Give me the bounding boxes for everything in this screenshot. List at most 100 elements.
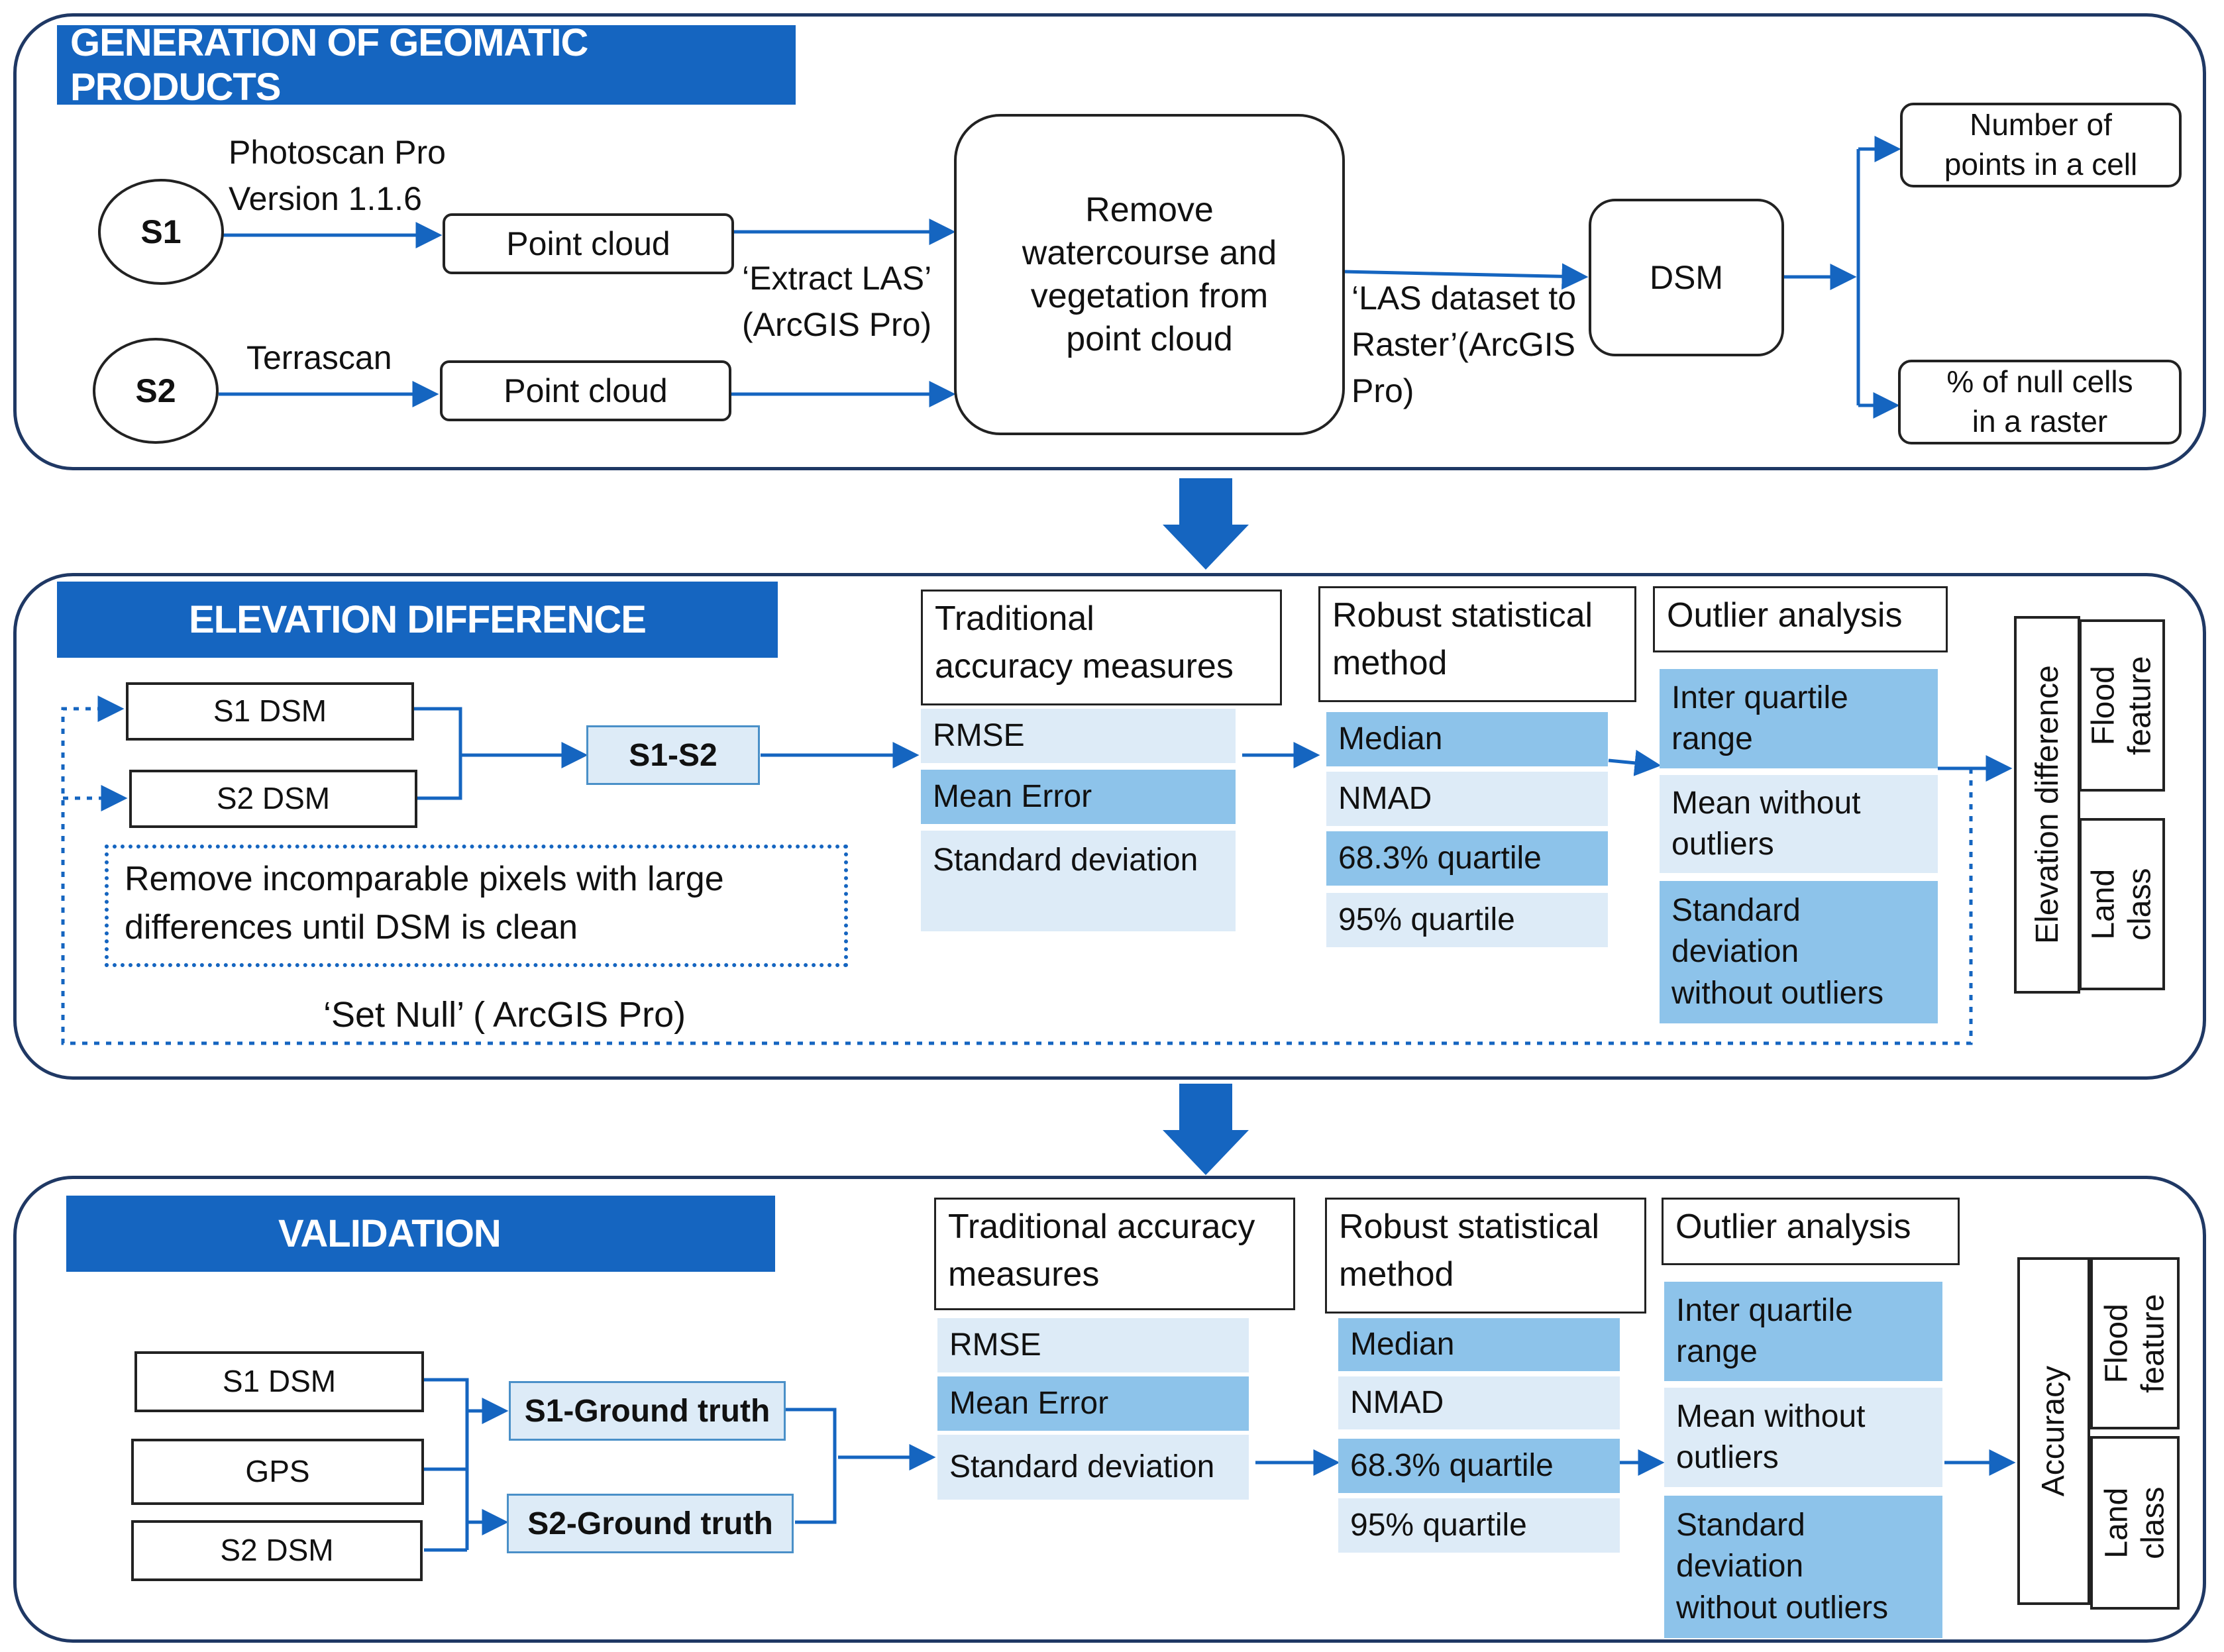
cell-sdwo-elevation-line2: deviation <box>1671 934 1799 970</box>
cell-median-elevation-text: Median <box>1338 721 1443 756</box>
banner-generation: GENERATION OF GEOMATIC PRODUCTS <box>57 21 796 109</box>
box-s1-dsm-validation: S1 DSM <box>134 1351 424 1412</box>
cell-rmse-elevation-text: RMSE <box>933 717 1025 753</box>
label-extract-las: ‘Extract LAS’ (ArcGIS Pro) <box>742 255 931 348</box>
header-robust-validation-line1: Robust statistical <box>1339 1208 1600 1246</box>
cell-q95-validation-text: 95% quartile <box>1350 1507 1527 1543</box>
header-outlier-elevation-text: Outlier analysis <box>1667 596 1903 635</box>
box-s1-dsm-elevation-text: S1 DSM <box>213 694 327 729</box>
flood-feature-validation-text: Flood feature <box>2098 1294 2171 1392</box>
box-remove-line3: vegetation from <box>1030 276 1269 315</box>
cell-median-elevation: Median <box>1326 712 1608 766</box>
box-null-cells-line2: in a raster <box>1972 404 2108 439</box>
cell-std-dev-validation-text: Standard deviation <box>949 1449 1215 1484</box>
header-traditional-validation-line1: Traditional accuracy <box>948 1208 1255 1246</box>
box-point-cloud-s2: Point cloud <box>440 360 731 421</box>
cell-mwo-validation-line1: Mean without <box>1676 1398 1866 1434</box>
land-line1-elevation: Land <box>2086 868 2121 940</box>
cell-mean-error-elevation: Mean Error <box>921 770 1236 824</box>
cell-mean-error-validation: Mean Error <box>937 1376 1249 1431</box>
cell-iqr-elevation: Inter quartile range <box>1660 669 1938 768</box>
cell-q683-validation: 68.3% quartile <box>1338 1439 1620 1493</box>
header-traditional-validation: Traditional accuracy measures <box>934 1198 1295 1310</box>
label-set-null-text: ‘Set Null’ ( ArcGIS Pro) <box>323 995 686 1035</box>
cell-rmse-validation-text: RMSE <box>949 1327 1041 1363</box>
box-s1-ground-truth-text: S1-Ground truth <box>524 1393 770 1429</box>
label-terrascan: Terrascan <box>246 335 392 381</box>
cell-sdwo-validation-line3: without outliers <box>1676 1590 1889 1626</box>
banner-elevation-difference: ELEVATION DIFFERENCE <box>57 582 778 658</box>
land-line2-elevation: class <box>2122 868 2158 941</box>
box-point-cloud-s1: Point cloud <box>443 213 734 274</box>
node-s1: S1 <box>98 179 224 285</box>
box-flood-feature-validation: Flood feature <box>2090 1257 2180 1429</box>
box-gps-text: GPS <box>245 1454 310 1489</box>
box-gps: GPS <box>131 1439 424 1505</box>
box-number-of-points-line2: points in a cell <box>1944 147 2138 181</box>
connector-dsm-merge <box>414 707 462 800</box>
box-s1-dsm-validation-text: S1 DSM <box>222 1364 337 1399</box>
set-null-feedback-loop <box>61 696 1973 1045</box>
box-remove-watercourse: Remove watercourse and vegetation from p… <box>954 114 1345 435</box>
accuracy-result-text: Accuracy <box>2036 1365 2072 1497</box>
remove-pixels-line1: Remove incomparable pixels with large <box>125 860 724 898</box>
box-s2-dsm-elevation: S2 DSM <box>129 770 417 828</box>
header-traditional-elevation-line2: accuracy measures <box>935 646 1234 686</box>
header-traditional-validation-line2: measures <box>948 1255 1100 1294</box>
box-remove-line2: watercourse and <box>1022 233 1277 272</box>
box-land-class-validation: Land class <box>2090 1436 2180 1610</box>
label-las-to-raster: ‘LAS dataset to Raster’(ArcGIS Pro) <box>1351 275 1576 414</box>
cell-rmse-validation: RMSE <box>937 1318 1249 1372</box>
cell-std-without-outliers-elevation: Standard deviation without outliers <box>1660 881 1938 1023</box>
land-line1-validation: Land <box>2099 1487 2135 1559</box>
header-outlier-validation: Outlier analysis <box>1662 1198 1960 1265</box>
box-s2-ground-truth: S2-Ground truth <box>507 1494 794 1553</box>
cell-mean-error-validation-text: Mean Error <box>949 1385 1109 1421</box>
cell-mwo-elevation-line1: Mean without <box>1671 785 1861 821</box>
box-null-cells: % of null cells in a raster <box>1898 360 2182 444</box>
cell-mwo-elevation-line2: outliers <box>1671 827 1774 862</box>
cell-sdwo-validation-line2: deviation <box>1676 1549 1804 1584</box>
cell-iqr-validation: Inter quartile range <box>1664 1282 1942 1381</box>
cell-q683-elevation-text: 68.3% quartile <box>1338 840 1542 876</box>
box-s1-s2-text: S1-S2 <box>629 737 717 773</box>
box-s1-dsm-elevation: S1 DSM <box>126 682 414 741</box>
cell-sdwo-elevation-line3: without outliers <box>1671 975 1884 1011</box>
cell-sdwo-elevation-line1: Standard <box>1671 892 1801 928</box>
flood-line2-validation: feature <box>2135 1294 2171 1393</box>
cell-nmad-elevation-text: NMAD <box>1338 780 1432 816</box>
cell-std-dev-elevation: Standard deviation <box>921 831 1236 931</box>
box-dsm-text: DSM <box>1649 258 1724 296</box>
box-point-cloud-s1-text: Point cloud <box>506 225 670 262</box>
box-s1-s2-difference: S1-S2 <box>586 725 760 785</box>
cell-q95-elevation-text: 95% quartile <box>1338 902 1515 937</box>
label-photoscan-line1: Photoscan Pro <box>229 134 446 171</box>
land-class-validation-text: Land class <box>2098 1486 2171 1559</box>
cell-q683-validation-text: 68.3% quartile <box>1350 1447 1554 1483</box>
land-line2-validation: class <box>2135 1486 2171 1559</box>
box-accuracy-result: Accuracy <box>2017 1257 2090 1605</box>
header-robust-elevation: Robust statistical method <box>1318 586 1636 702</box>
land-class-elevation-text: Land class <box>2086 868 2158 940</box>
cell-mwo-validation-line2: outliers <box>1676 1440 1779 1475</box>
cell-std-dev-elevation-text: Standard deviation <box>933 843 1198 878</box>
box-s2-dsm-elevation-text: S2 DSM <box>216 781 331 816</box>
header-robust-validation: Robust statistical method <box>1325 1198 1646 1314</box>
label-photoscan: Photoscan Pro Version 1.1.6 <box>229 129 446 222</box>
banner-validation-text: VALIDATION <box>278 1212 502 1255</box>
header-robust-validation-line2: method <box>1339 1255 1454 1294</box>
node-s2-label: S2 <box>135 372 176 409</box>
connector-s1-gps-merge <box>424 1378 469 1471</box>
flood-line2-elevation: feature <box>2123 656 2158 755</box>
cell-std-without-outliers-validation: Standard deviation without outliers <box>1664 1496 1942 1638</box>
label-extract-las-line1: ‘Extract LAS’ <box>742 260 932 297</box>
node-s2: S2 <box>93 338 219 444</box>
remove-pixels-line2: differences until DSM is clean <box>125 907 578 947</box>
label-terrascan-text: Terrascan <box>246 339 392 376</box>
header-traditional-elevation-line1: Traditional <box>935 599 1094 638</box>
cell-mean-error-elevation-text: Mean Error <box>933 778 1092 814</box>
header-robust-elevation-line1: Robust statistical <box>1332 596 1593 635</box>
cell-sdwo-validation-line1: Standard <box>1676 1507 1805 1543</box>
cell-iqr-elevation-line2: range <box>1671 721 1753 756</box>
